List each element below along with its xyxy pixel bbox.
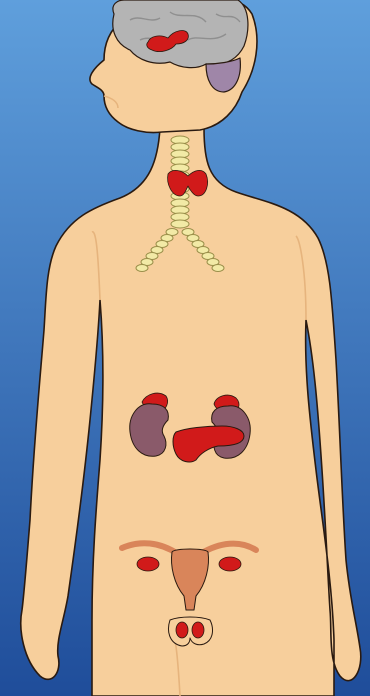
ovary-icon [219,557,241,571]
ovary-icon [137,557,159,571]
trachea-ring [136,265,148,272]
testes-icon [192,622,204,638]
testes-icon [176,622,188,638]
trachea-ring [212,265,224,272]
trachea-ring [171,220,189,228]
